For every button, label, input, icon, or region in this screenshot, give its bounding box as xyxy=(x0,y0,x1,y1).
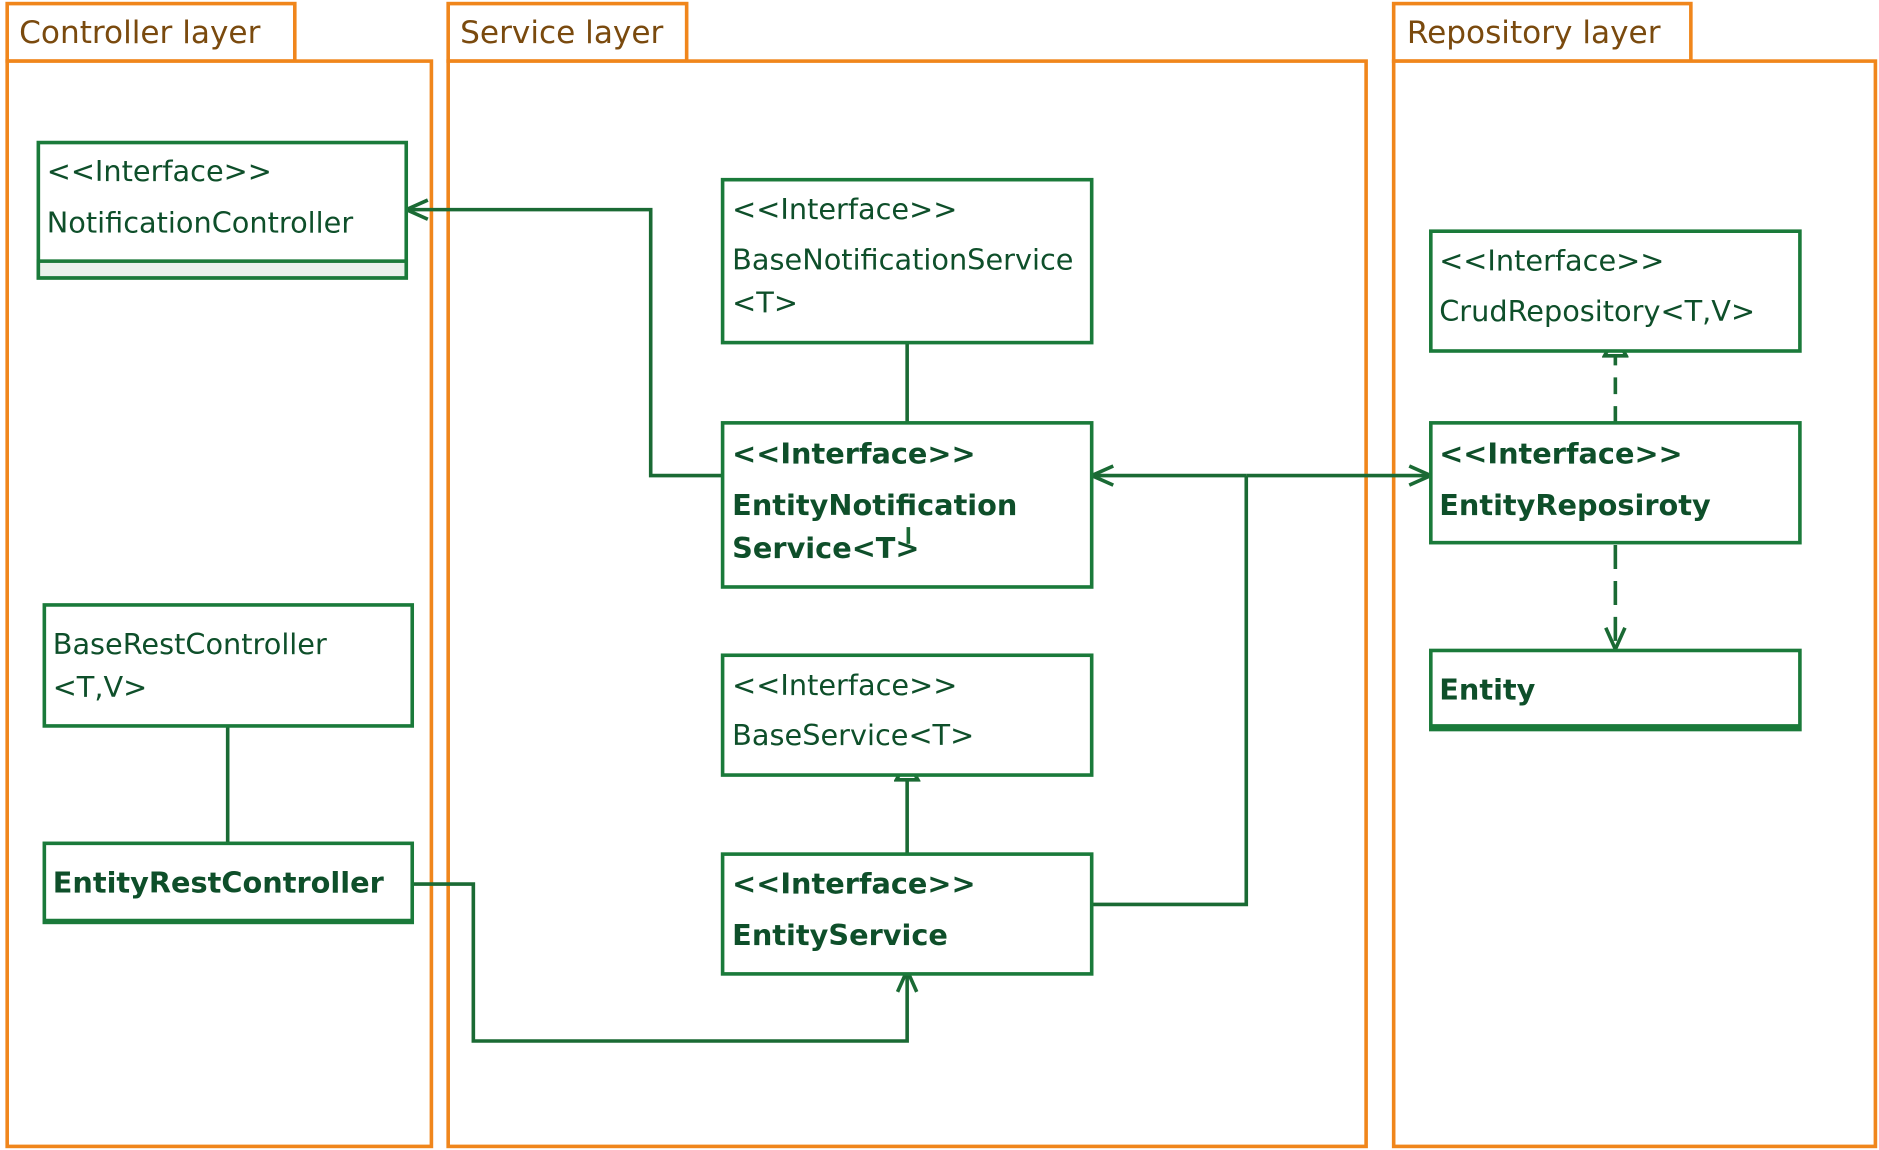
edge-rest-controller-to-entity-service xyxy=(412,882,907,1043)
stereotype-label: <<Interface>> xyxy=(732,867,975,901)
package-title-controller: Controller layer xyxy=(19,15,260,51)
class-base-rest-controller: BaseRestController <T,V> xyxy=(42,603,415,728)
class-name: BaseService<T> xyxy=(732,718,974,752)
class-name: CrudRepository<T,V> xyxy=(1439,294,1755,328)
class-type-params: <T> xyxy=(732,286,798,320)
class-entity-repository: <<Interface>> EntityReposiroty xyxy=(1429,421,1802,545)
package-repository-layer: Repository layer xyxy=(1391,1,1878,1149)
class-name: NotificationController xyxy=(47,205,354,239)
class-base-notification-service: <<Interface>> BaseNotificationService <T… xyxy=(720,177,1094,345)
class-name: BaseRestController xyxy=(53,627,327,661)
class-type-params: Service<T> xyxy=(732,531,919,565)
class-name: BaseNotificationService xyxy=(732,243,1073,277)
package-title-service: Service layer xyxy=(460,15,663,51)
class-name: EntityNotification xyxy=(732,488,1017,522)
stereotype-label: <<Interface>> xyxy=(732,668,957,702)
stereotype-label: <<Interface>> xyxy=(732,192,957,226)
class-type-params: <T,V> xyxy=(53,670,148,704)
class-entity-service: <<Interface>> EntityService xyxy=(720,852,1094,976)
class-entity: Entity xyxy=(1429,648,1802,732)
class-name: EntityService xyxy=(732,918,948,952)
stereotype-label: <<Interface>> xyxy=(1439,437,1682,471)
edge-notification-service-to-controller xyxy=(406,210,723,478)
class-entity-notification-service: <<Interface>> EntityNotification Service… xyxy=(720,421,1094,589)
stereotype-label: <<Interface>> xyxy=(1439,244,1664,278)
class-crud-repository: <<Interface>> CrudRepository<T,V> xyxy=(1429,229,1802,353)
class-base-service: <<Interface>> BaseService<T> xyxy=(720,653,1094,777)
package-title-repository: Repository layer xyxy=(1407,15,1661,51)
edge-entity-service-bus xyxy=(1091,475,1249,907)
class-entity-rest-controller: EntityRestController xyxy=(42,841,415,925)
class-name: EntityRestController xyxy=(53,865,385,899)
stereotype-label: <<Interface>> xyxy=(732,437,975,471)
class-notification-controller: <<Interface>> NotificationController xyxy=(36,140,409,280)
class-name: EntityReposiroty xyxy=(1439,488,1711,522)
stereotype-label: <<Interface>> xyxy=(47,154,272,188)
class-name: Entity xyxy=(1439,673,1535,707)
